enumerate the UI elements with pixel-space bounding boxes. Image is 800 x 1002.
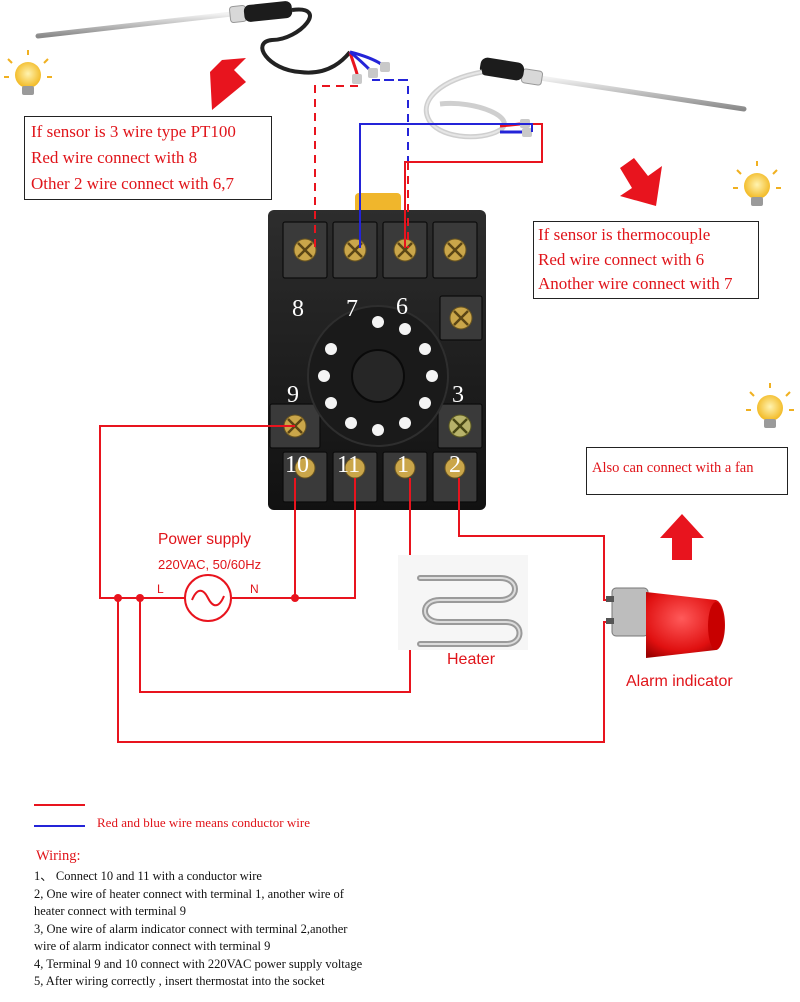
pt100-callout-line: Other 2 wire connect with 6,7 [31,174,234,193]
wire-junctions [114,594,299,602]
terminal-label-3: 3 [452,382,464,408]
wiring-step: wire of alarm indicator connect with ter… [34,939,271,953]
wiring-step: 3, One wire of alarm indicator connect w… [34,921,348,936]
alarm-indicator [606,587,725,658]
ac-source-icon [184,574,232,622]
lightbulb-icon [746,383,794,428]
terminal-label-10: 10 [285,452,309,478]
fan-callout: Also can connect with a fan [586,447,788,495]
power-line-label: L [157,582,164,596]
heater-label: Heater [447,651,496,668]
heater-element [398,555,528,650]
power-neutral-label: N [250,582,259,596]
power-supply-rating: 220VAC, 50/60Hz [158,557,261,572]
arrow-to-tc-box [620,158,662,206]
wiring-steps: 1、 Connect 10 and 11 with a conductor wi… [34,868,362,991]
pt100-callout-line: If sensor is 3 wire type PT100 [31,122,236,141]
wiring-step: 1、 Connect 10 and 11 with a conductor wi… [34,869,262,883]
legend-text: Red and blue wire means conductor wire [97,815,310,830]
wiring-step: 2, One wire of heater connect with termi… [34,886,344,901]
socket-pin-holes [318,316,438,436]
terminal-label-2: 2 [449,452,461,478]
terminal-label-8: 8 [292,296,304,322]
thermocouple-callout-line: Red wire connect with 6 [538,249,705,269]
thermocouple-callout-line: If sensor is thermocouple [538,225,711,244]
terminal-label-1: 1 [397,452,409,478]
wiring-step: 5, After wiring correctly , insert therm… [34,974,325,988]
relay-socket [268,193,486,510]
arrow-to-fan-box [660,514,704,560]
lightbulb-icon [4,50,52,95]
terminal-label-6: 6 [396,294,408,320]
legend-swatch [34,804,85,827]
arrow-to-pt100-box [210,58,246,110]
wiring-title: Wiring: [36,848,81,864]
lightbulb-icon [733,161,781,206]
pt100-callout: If sensor is 3 wire type PT100 Red wire … [24,116,272,200]
wiring-step: heater connect with terminal 9 [34,904,187,918]
pt100-callout-line: Red wire connect with 8 [31,148,198,167]
thermocouple-callout: If sensor is thermocouple Red wire conne… [533,221,759,299]
thermocouple-callout-line: Another wire connect with 7 [538,274,733,293]
alarm-indicator-label: Alarm indicator [626,673,733,690]
terminal-screws [283,238,473,479]
wiring-step: 4, Terminal 9 and 10 connect with 220VAC… [34,956,363,971]
fan-callout-text: Also can connect with a fan [592,460,754,476]
terminal-label-9: 9 [287,382,299,408]
terminal-label-7: 7 [346,296,358,322]
pt100-probe [35,1,390,84]
sensor-wires [314,79,543,248]
terminal-label-11: 11 [337,452,360,478]
power-supply-title: Power supply [158,531,251,548]
terminal-labels: 8 7 6 9 3 10 11 1 2 [285,294,464,478]
